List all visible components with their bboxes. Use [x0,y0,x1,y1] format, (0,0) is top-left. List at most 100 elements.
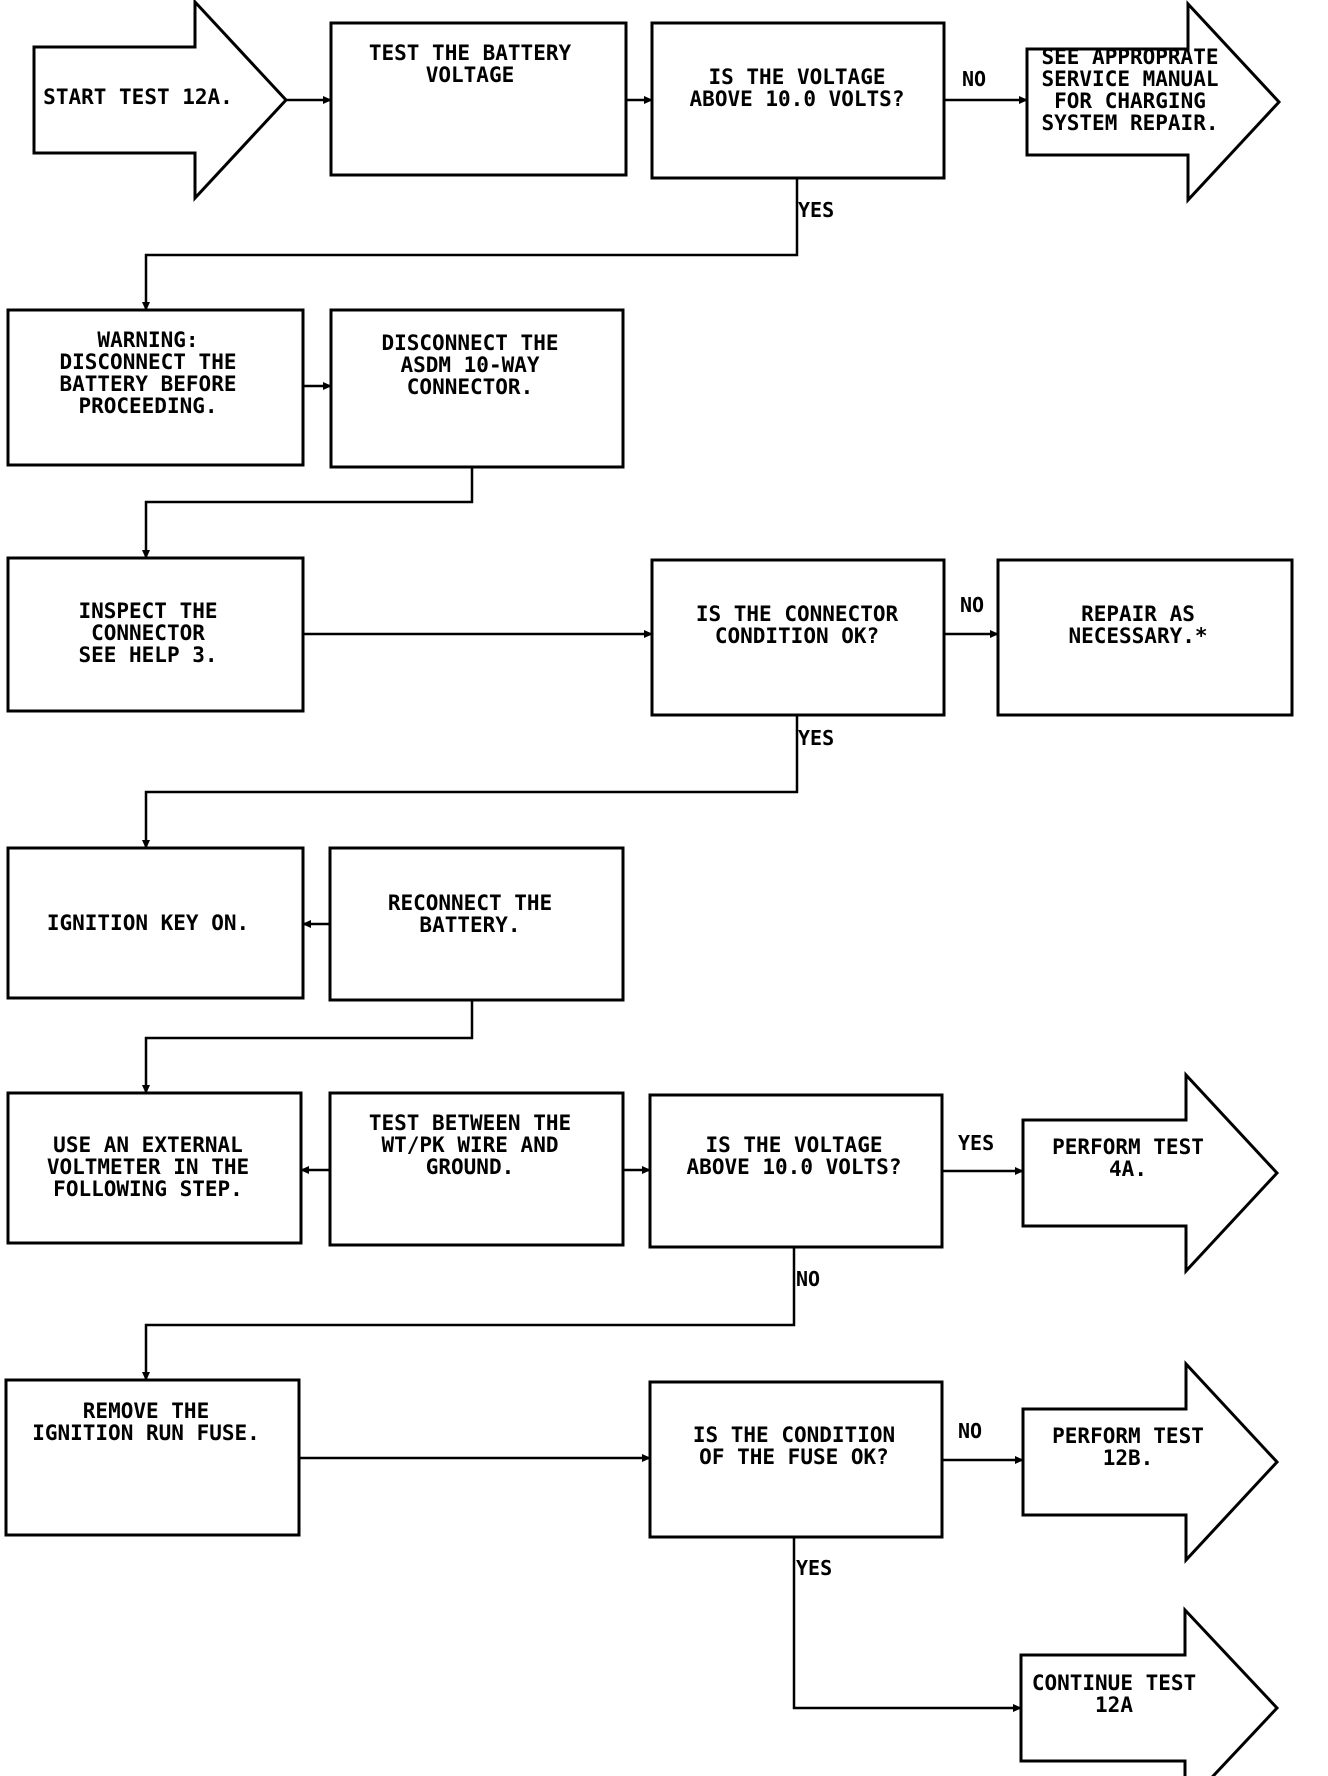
process-box [6,846,305,1000]
process-box [329,21,628,177]
process-box [6,556,305,713]
node-text-line: IGNITION KEY ON. [47,911,249,935]
node-start: START TEST 12A. [32,0,289,202]
node-text-line: INSPECT THE [78,599,217,623]
process-box [996,558,1294,717]
node-text-line: RECONNECT THE [388,891,552,915]
node-ignition-on: IGNITION KEY ON. [6,846,305,1000]
node-text-line: PROCEEDING. [78,394,217,418]
edge-label-v2-yes: YES [958,1131,994,1155]
terminal-arrow [1021,1360,1280,1564]
connector-arrow [142,1247,796,1381]
edge-label-fuse-no: NO [958,1419,982,1443]
node-text-line: IGNITION RUN FUSE. [32,1421,260,1445]
node-text-line: IS THE CONDITION [693,1423,895,1447]
edge-label-v1-no: NO [962,67,986,91]
node-text-line: IS THE CONNECTOR [696,602,899,626]
node-text-line: ABOVE 10.0 VOLTS? [690,87,905,111]
node-text-line: IS THE VOLTAGE [705,1133,882,1157]
node-text-line: REMOVE THE [83,1399,209,1423]
edge-label-v1-yes: YES [798,198,834,222]
process-box [648,1380,944,1539]
connector-arrow [142,467,474,559]
terminal-arrow [1019,1606,1280,1776]
node-text-line: BATTERY. [419,913,520,937]
node-text-line: TEST THE BATTERY [369,41,572,65]
terminal-arrow [1025,0,1282,204]
connector-arrow [142,715,799,849]
node-text-line: 12B. [1103,1446,1154,1470]
connector-arrow [142,178,799,311]
node-text-line: CONTINUE TEST [1032,1671,1196,1695]
edge-label-fuse-yes: YES [796,1556,832,1580]
process-box [328,846,625,1002]
connector-arrow [792,1537,1022,1712]
node-text-line: FOR CHARGING [1054,89,1206,113]
node-text-line: SEE APPROPRATE [1041,45,1218,69]
node-text-line: START TEST 12A. [43,85,233,109]
node-text-line: SERVICE MANUAL [1041,67,1218,91]
node-text-line: CONNECTOR [91,621,205,645]
node-text-line: DISCONNECT THE [59,350,236,374]
node-text-line: VOLTAGE [426,63,515,87]
node-text-line: 4A. [1109,1157,1147,1181]
node-text-line: PERFORM TEST [1052,1424,1204,1448]
terminal-arrow [1021,1071,1280,1275]
process-box [329,308,625,469]
node-text-line: GROUND. [426,1155,515,1179]
process-box [6,308,305,467]
node-text-line: BATTERY BEFORE [59,372,236,396]
edge-label-conn-yes: YES [798,726,834,750]
node-text-line: WT/PK WIRE AND [381,1133,558,1157]
node-text-line: OF THE FUSE OK? [699,1445,889,1469]
process-box [648,1093,944,1249]
node-text-line: FOLLOWING STEP. [53,1177,243,1201]
node-text-line: DISCONNECT THE [381,331,558,355]
edge-label-v2-no: NO [796,1267,820,1291]
node-text-line: ASDM 10-WAY [400,353,539,377]
node-text-line: NECESSARY.* [1068,624,1207,648]
node-text-line: TEST BETWEEN THE [369,1111,571,1135]
edge-labels: NO YES NO YES YES NO NO YES [796,67,994,1580]
process-box [650,21,946,180]
node-text-line: SEE HELP 3. [78,643,217,667]
process-box [6,1091,303,1245]
edge-label-conn-no: NO [960,593,984,617]
process-box [650,558,946,717]
node-text-line: PERFORM TEST [1052,1135,1204,1159]
node-text-line: VOLTMETER IN THE [47,1155,249,1179]
node-text-line: SYSTEM REPAIR. [1041,111,1218,135]
node-text-line: WARNING: [97,328,198,352]
node-text-line: REPAIR AS [1081,602,1195,626]
terminal-arrow [32,0,289,202]
connector-arrow [142,1000,474,1094]
node-text-line: CONDITION OK? [715,624,879,648]
process-box [328,1091,625,1247]
node-text-line: CONNECTOR. [407,375,533,399]
node-text-line: USE AN EXTERNAL [53,1133,243,1157]
node-text-line: ABOVE 10.0 VOLTS? [687,1155,902,1179]
process-box [4,1378,301,1537]
node-text-line: 12A [1095,1693,1133,1717]
node-text-line: IS THE VOLTAGE [708,65,885,89]
connectors [142,96,1028,1712]
